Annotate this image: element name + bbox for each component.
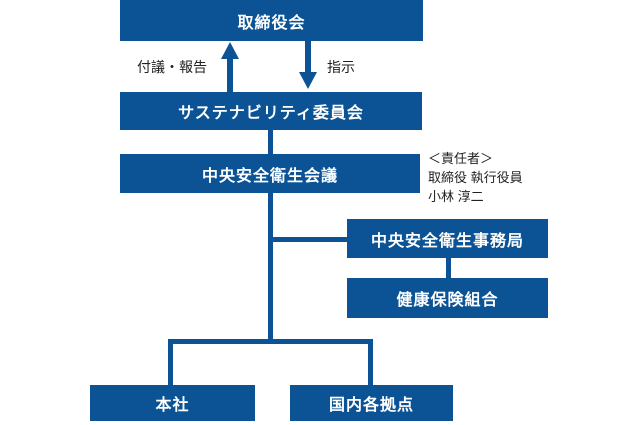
connector-sustainability-to-council — [268, 130, 273, 154]
responsible-person-note: ＜責任者＞ 取締役 執行役員 小林 淳二 — [428, 149, 523, 206]
node-head-office: 本社 — [90, 385, 255, 421]
down-arrow-icon — [299, 72, 317, 89]
node-sustainability-label: サステナビリティ委員会 — [178, 105, 364, 122]
up-arrow-icon — [221, 42, 239, 59]
node-head-office-label: 本社 — [155, 397, 190, 414]
node-insurance-label: 健康保険組合 — [396, 292, 499, 309]
node-board-label: 取締役会 — [237, 14, 306, 32]
node-sustainability-committee: サステナビリティ委員会 — [120, 92, 422, 130]
node-central-safety-health-secretariat: 中央安全衛生事務局 — [347, 219, 548, 258]
node-central-safety-health-council: 中央安全衛生会議 — [120, 154, 420, 193]
connector-branch-horizontal — [168, 339, 373, 344]
node-board-of-directors: 取締役会 — [120, 0, 423, 41]
down-arrow-shaft — [305, 41, 311, 74]
node-council-label: 中央安全衛生会議 — [201, 167, 338, 185]
node-domestic-sites: 国内各拠点 — [290, 385, 453, 421]
responsible-heading: ＜責任者＞ — [428, 151, 494, 166]
connector-branch-to-head-office — [168, 339, 173, 385]
connector-branch-to-domestic-sites — [368, 339, 373, 385]
down-arrow-label: 指示 — [327, 59, 355, 75]
node-secretariat-label: 中央安全衛生事務局 — [370, 232, 524, 250]
up-arrow-shaft — [227, 56, 233, 92]
connector-council-trunk — [268, 193, 273, 344]
connector-trunk-to-secretariat — [270, 237, 347, 242]
node-domestic-sites-label: 国内各拠点 — [328, 397, 414, 414]
responsible-title: 取締役 執行役員 — [428, 170, 523, 185]
responsible-name: 小林 淳二 — [428, 189, 484, 204]
connector-secretariat-to-insurance — [446, 258, 451, 278]
up-arrow-label: 付議・報告 — [137, 59, 207, 75]
node-health-insurance-association: 健康保険組合 — [347, 278, 548, 318]
